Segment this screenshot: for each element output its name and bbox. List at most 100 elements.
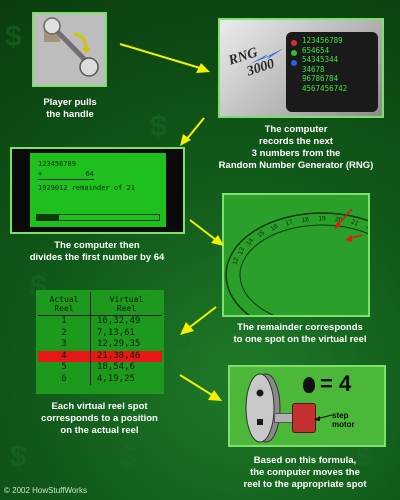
- dividend-value: 123456789: [38, 160, 76, 168]
- caption-line: records the next: [259, 136, 333, 147]
- caption-line: corresponds to a position: [41, 413, 158, 424]
- virtual-reel-cell: 16,32,49: [97, 316, 141, 326]
- table-header: Actual Reel Virtual Reel: [38, 292, 162, 316]
- reel-drum-graphic: [245, 373, 281, 443]
- reel-number: 21: [350, 219, 360, 228]
- header-text: Actual: [49, 295, 79, 304]
- caption-line: on the actual reel: [60, 425, 139, 436]
- copyright-notice: © 2002 HowStuffWorks: [4, 486, 87, 495]
- caption-line: Each virtual reel spot: [51, 401, 148, 412]
- virtual-reel-cell: 7,13,61: [97, 327, 135, 338]
- division-math: 123456789 ÷ 64 1929012 remainder of 21: [38, 159, 135, 193]
- header-text: Reel: [54, 304, 74, 313]
- alien-symbol-icon: [303, 377, 315, 393]
- lightning-icon: [250, 48, 284, 64]
- reel-mapping-table: Actual Reel Virtual Reel 1 16,32,49 2 7,13,…: [38, 292, 162, 385]
- virtual-reel-cell: 21,38,46: [97, 350, 141, 361]
- dollar-sign-decoration: $: [5, 20, 22, 53]
- reel-number: 12: [232, 256, 241, 265]
- caption-line: the handle: [46, 109, 94, 120]
- reel-number: 17: [285, 218, 295, 227]
- rng-number: 654654: [302, 45, 330, 55]
- rng-indicator-lights: [291, 40, 297, 66]
- table-row: 5 18,54,6: [38, 362, 162, 374]
- divisor-line: ÷ 64: [38, 169, 94, 179]
- screen-display: 123456789 ÷ 64 1929012 remainder of 21: [30, 153, 166, 227]
- header-actual-reel: Actual Reel: [38, 292, 91, 315]
- table-row: 2 7,13,61: [38, 327, 162, 339]
- caption-line: Player pulls: [43, 97, 97, 108]
- reel-number: 13: [237, 246, 247, 256]
- step1-caption: Player pulls the handle: [20, 97, 120, 121]
- actual-reel-cell: 3: [38, 339, 91, 351]
- flow-arrow-icon: [180, 117, 205, 146]
- reel-number: 18: [301, 216, 310, 224]
- division-screen-panel: 123456789 ÷ 64 1929012 remainder of 21: [10, 147, 185, 234]
- table-row: 4 21,38,46: [38, 350, 162, 362]
- virtual-reel-cell: 4,19,25: [97, 373, 135, 384]
- reel-number: 20: [334, 216, 343, 224]
- result-equation: = 4: [320, 371, 352, 396]
- caption-line: divides the first number by 64: [29, 252, 165, 263]
- flow-arrow-icon: [119, 43, 210, 73]
- rng-number-list: 123456789 654654 54345344 34678 96786784…: [302, 36, 347, 94]
- label-line: motor: [332, 420, 355, 429]
- actual-reel-cell: 4: [38, 350, 91, 362]
- caption-line: The computer: [264, 124, 328, 135]
- caption-line: the computer moves the: [250, 467, 360, 478]
- flow-arrow-icon: [179, 374, 222, 401]
- caption-line: Random Number Generator (RNG): [218, 160, 374, 171]
- symbol-icon: [257, 419, 263, 425]
- virtual-reel-graphic: 12131415161718192021222324252627: [225, 208, 368, 315]
- caption-line: The computer then: [54, 240, 140, 251]
- flow-arrow-icon: [189, 219, 224, 246]
- divisor-value: 64: [85, 170, 94, 178]
- handle-panel: [32, 12, 107, 87]
- alien-icon: [256, 389, 264, 397]
- reel-number: 15: [256, 229, 266, 239]
- actual-reel-cell: 1: [38, 316, 91, 328]
- progress-bar: [36, 214, 160, 221]
- dollar-sign-decoration: $: [150, 110, 167, 143]
- label-line: step: [332, 411, 349, 420]
- reel-number: 14: [245, 237, 255, 247]
- table-body: 1 16,32,49 2 7,13,61 3 12,29,35 4 21,38,46 5 18,5…: [38, 316, 162, 385]
- step5-caption: Each virtual reel spot corresponds to a …: [2, 401, 197, 437]
- rng-number: 4567456742: [302, 83, 348, 93]
- caption-line: reel to the appropriate spot: [243, 479, 367, 490]
- actual-reel-cell: 2: [38, 327, 91, 339]
- division-rule: [38, 179, 94, 180]
- green-light-icon: [291, 50, 297, 56]
- dollar-sign-decoration: $: [120, 440, 137, 473]
- pointer-arrowhead-icon: [345, 235, 352, 242]
- rng-display: 123456789 654654 54345344 34678 96786784…: [286, 32, 378, 112]
- header-text: Virtual: [109, 295, 144, 304]
- caption-line: 3 numbers from the: [251, 148, 341, 159]
- reel-number: 19: [318, 216, 326, 223]
- rng-number: 96786784: [302, 74, 339, 84]
- step4-caption: The remainder corresponds to one spot on…: [210, 322, 390, 346]
- dollar-sign-decoration: $: [10, 440, 27, 473]
- virtual-reel-cell: 12,29,35: [97, 339, 141, 349]
- step-motor-graphic: [292, 403, 316, 433]
- reel-mapping-panel: Actual Reel Virtual Reel 1 16,32,49 2 7,13,…: [36, 290, 164, 394]
- header-text: Reel: [116, 304, 137, 313]
- actual-reel-cell: 5: [38, 362, 91, 374]
- virtual-reel-cell: 18,54,6: [97, 362, 135, 372]
- flow-arrow-icon: [180, 306, 217, 335]
- step2-caption: The computer records the next 3 numbers …: [196, 124, 396, 172]
- caption-line: to one spot on the virtual reel: [233, 334, 367, 345]
- virtual-reel-panel: 12131415161718192021222324252627: [222, 193, 370, 317]
- rng-panel: RNG 3000 123456789 654654 54345344 34678…: [218, 18, 384, 118]
- blue-light-icon: [291, 60, 297, 66]
- motor-label-arrow-icon: [314, 414, 333, 421]
- slot-handle-icon: [34, 14, 105, 85]
- table-row: 3 12,29,35: [38, 339, 162, 351]
- divide-icon: ÷: [38, 170, 43, 178]
- rng-number: 34678: [302, 64, 325, 74]
- caption-line: The remainder corresponds: [237, 322, 363, 333]
- step3-caption: The computer then divides the first numb…: [2, 240, 192, 264]
- pointer-arrowhead-icon: [334, 221, 341, 229]
- reel-number: 16: [269, 223, 279, 233]
- step6-caption: Based on this formula, the computer move…: [210, 455, 400, 491]
